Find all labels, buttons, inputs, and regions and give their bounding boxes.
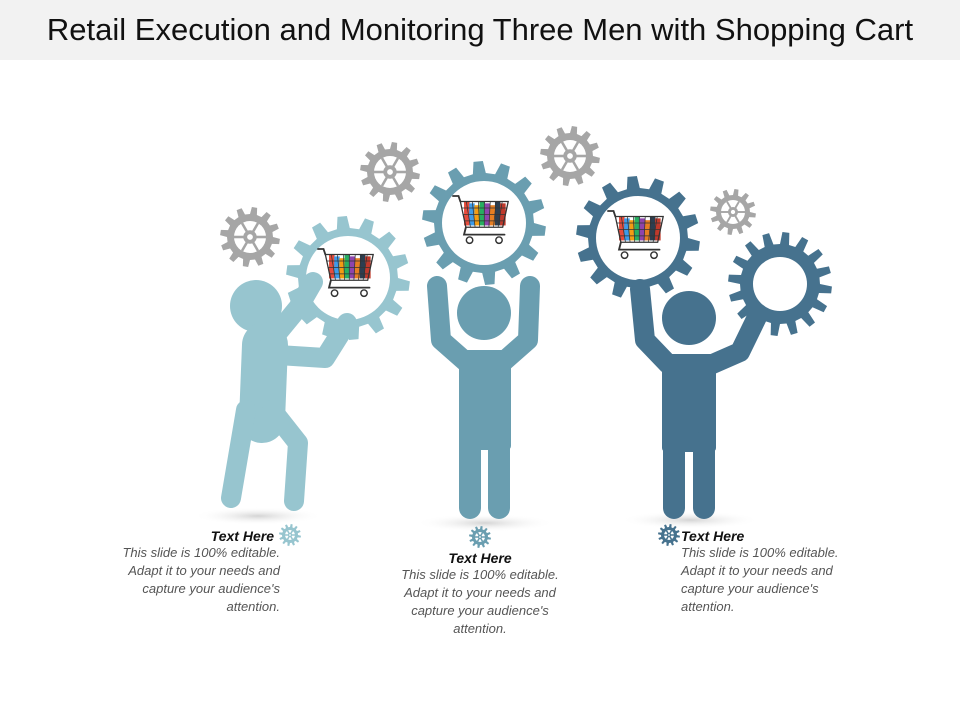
text-block-body: This slide is 100% editable. Adapt it to… (122, 545, 280, 614)
person-icon (427, 276, 540, 519)
person-arm (630, 279, 678, 374)
person-torso (662, 354, 716, 452)
ground-shadow (415, 514, 555, 532)
text-block-heading: Text Here (448, 550, 512, 566)
text-block-body: This slide is 100% editable. Adapt it to… (401, 567, 559, 636)
gear-icon (710, 189, 756, 235)
text-block-heading: Text Here (681, 528, 745, 544)
gear-icon (469, 526, 491, 548)
gear-icon (279, 524, 301, 546)
text-block-left: Text Here This slide is 100% editable. A… (100, 528, 280, 616)
gear-icon (220, 207, 280, 267)
person-head (457, 286, 511, 340)
person-leg (262, 400, 308, 511)
shopping-cart-icon (607, 210, 664, 260)
ground-shadow (620, 511, 760, 529)
person-torso (459, 350, 511, 450)
shopping-cart-icon (452, 195, 509, 245)
gear-icon (360, 142, 420, 202)
person-leg (221, 400, 256, 508)
person-head (662, 291, 716, 345)
gear-icon (658, 524, 680, 546)
ground-shadow (193, 507, 323, 525)
shopping-cart-icon (317, 248, 374, 298)
text-block-body: This slide is 100% editable. Adapt it to… (681, 545, 839, 614)
person-arm (268, 313, 357, 368)
gear-icon (540, 126, 600, 186)
person-arm (493, 276, 540, 372)
gear-icon (728, 232, 832, 336)
person-icon (221, 272, 357, 511)
slide-title: Retail Execution and Monitoring Three Me… (46, 12, 914, 47)
text-block-heading: Text Here (210, 528, 274, 544)
person-head (230, 280, 282, 332)
title-bar (0, 0, 960, 60)
person-arm (260, 272, 323, 352)
person-arm (698, 305, 768, 376)
text-block-right: Text Here This slide is 100% editable. A… (681, 528, 856, 616)
text-block-center: Text Here This slide is 100% editable. A… (385, 550, 575, 638)
person-icon (630, 279, 768, 519)
person-arm (427, 276, 476, 372)
